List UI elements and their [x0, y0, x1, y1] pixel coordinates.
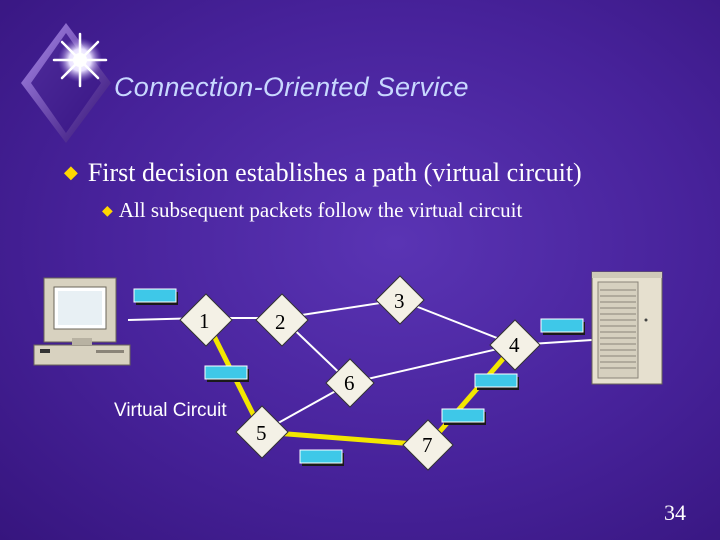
node-7-label: 7	[422, 433, 433, 457]
node-2: 2	[255, 293, 309, 347]
node-1: 1	[179, 293, 233, 347]
packet	[133, 288, 178, 305]
vc-link-5-7	[261, 429, 429, 448]
link-3-4	[399, 299, 516, 346]
node-2-label: 2	[275, 310, 286, 334]
node-4-label: 4	[509, 333, 520, 357]
packet	[474, 373, 519, 390]
packet	[540, 318, 585, 335]
node-7: 7	[402, 419, 454, 471]
vc-link-7-4	[426, 343, 517, 447]
virtual-circuit-label: Virtual Circuit	[114, 400, 227, 421]
node-5-label: 5	[256, 421, 267, 445]
packet	[299, 449, 344, 466]
link-6-4	[349, 344, 516, 384]
bullet-text: First decision establishes a path (virtu…	[87, 158, 582, 187]
bullet-level-1: ◆ First decision establishes a path (virt…	[64, 158, 582, 188]
star-burst-diamond-icon	[21, 23, 111, 143]
page-number: 34	[664, 500, 686, 525]
node-5: 5	[235, 405, 289, 459]
node-1-label: 1	[199, 309, 210, 333]
node-3-label: 3	[394, 289, 405, 313]
slide-title: Connection-Oriented Service	[114, 72, 469, 102]
packet	[204, 365, 249, 382]
bullet-text: All subsequent packets follow the virtua…	[118, 198, 523, 222]
node-6-label: 6	[344, 371, 355, 395]
node-6: 6	[325, 358, 375, 408]
packet	[441, 408, 486, 425]
node-3: 3	[375, 275, 425, 325]
packets	[133, 288, 585, 466]
desktop-computer-icon	[33, 277, 131, 366]
diamond-bullet-icon: ◆	[64, 162, 78, 182]
diamond-bullet-icon: ◆	[102, 204, 113, 219]
node-4: 4	[489, 319, 541, 371]
server-tower-icon	[591, 271, 663, 385]
bullet-level-2: ◆ All subsequent packets follow the virtu…	[102, 198, 522, 223]
